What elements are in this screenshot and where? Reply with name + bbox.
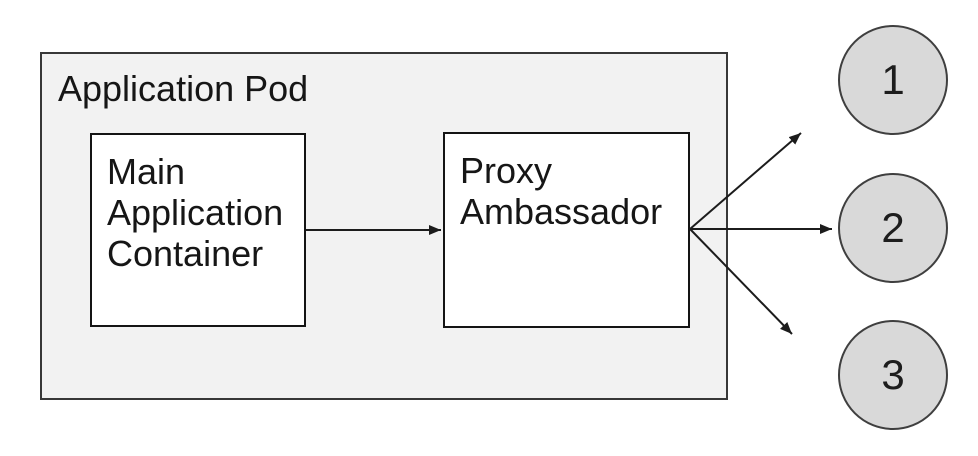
node-proxy-ambassador: Proxy Ambassador [443,132,690,328]
endpoint-circle-2: 2 [838,173,948,283]
endpoint-circle-3: 3 [838,320,948,430]
node-main-application-container-label: Main Application Container [107,151,284,274]
node-proxy-ambassador-label: Proxy Ambassador [460,150,663,232]
node-main-application-container: Main Application Container [90,133,306,327]
endpoint-circle-1-label: 1 [881,56,905,103]
endpoint-circle-2-label: 2 [881,204,905,251]
endpoint-circle-1: 1 [838,25,948,135]
endpoint-circle-3-label: 3 [881,351,905,398]
application-pod-label: Application Pod [58,68,309,109]
